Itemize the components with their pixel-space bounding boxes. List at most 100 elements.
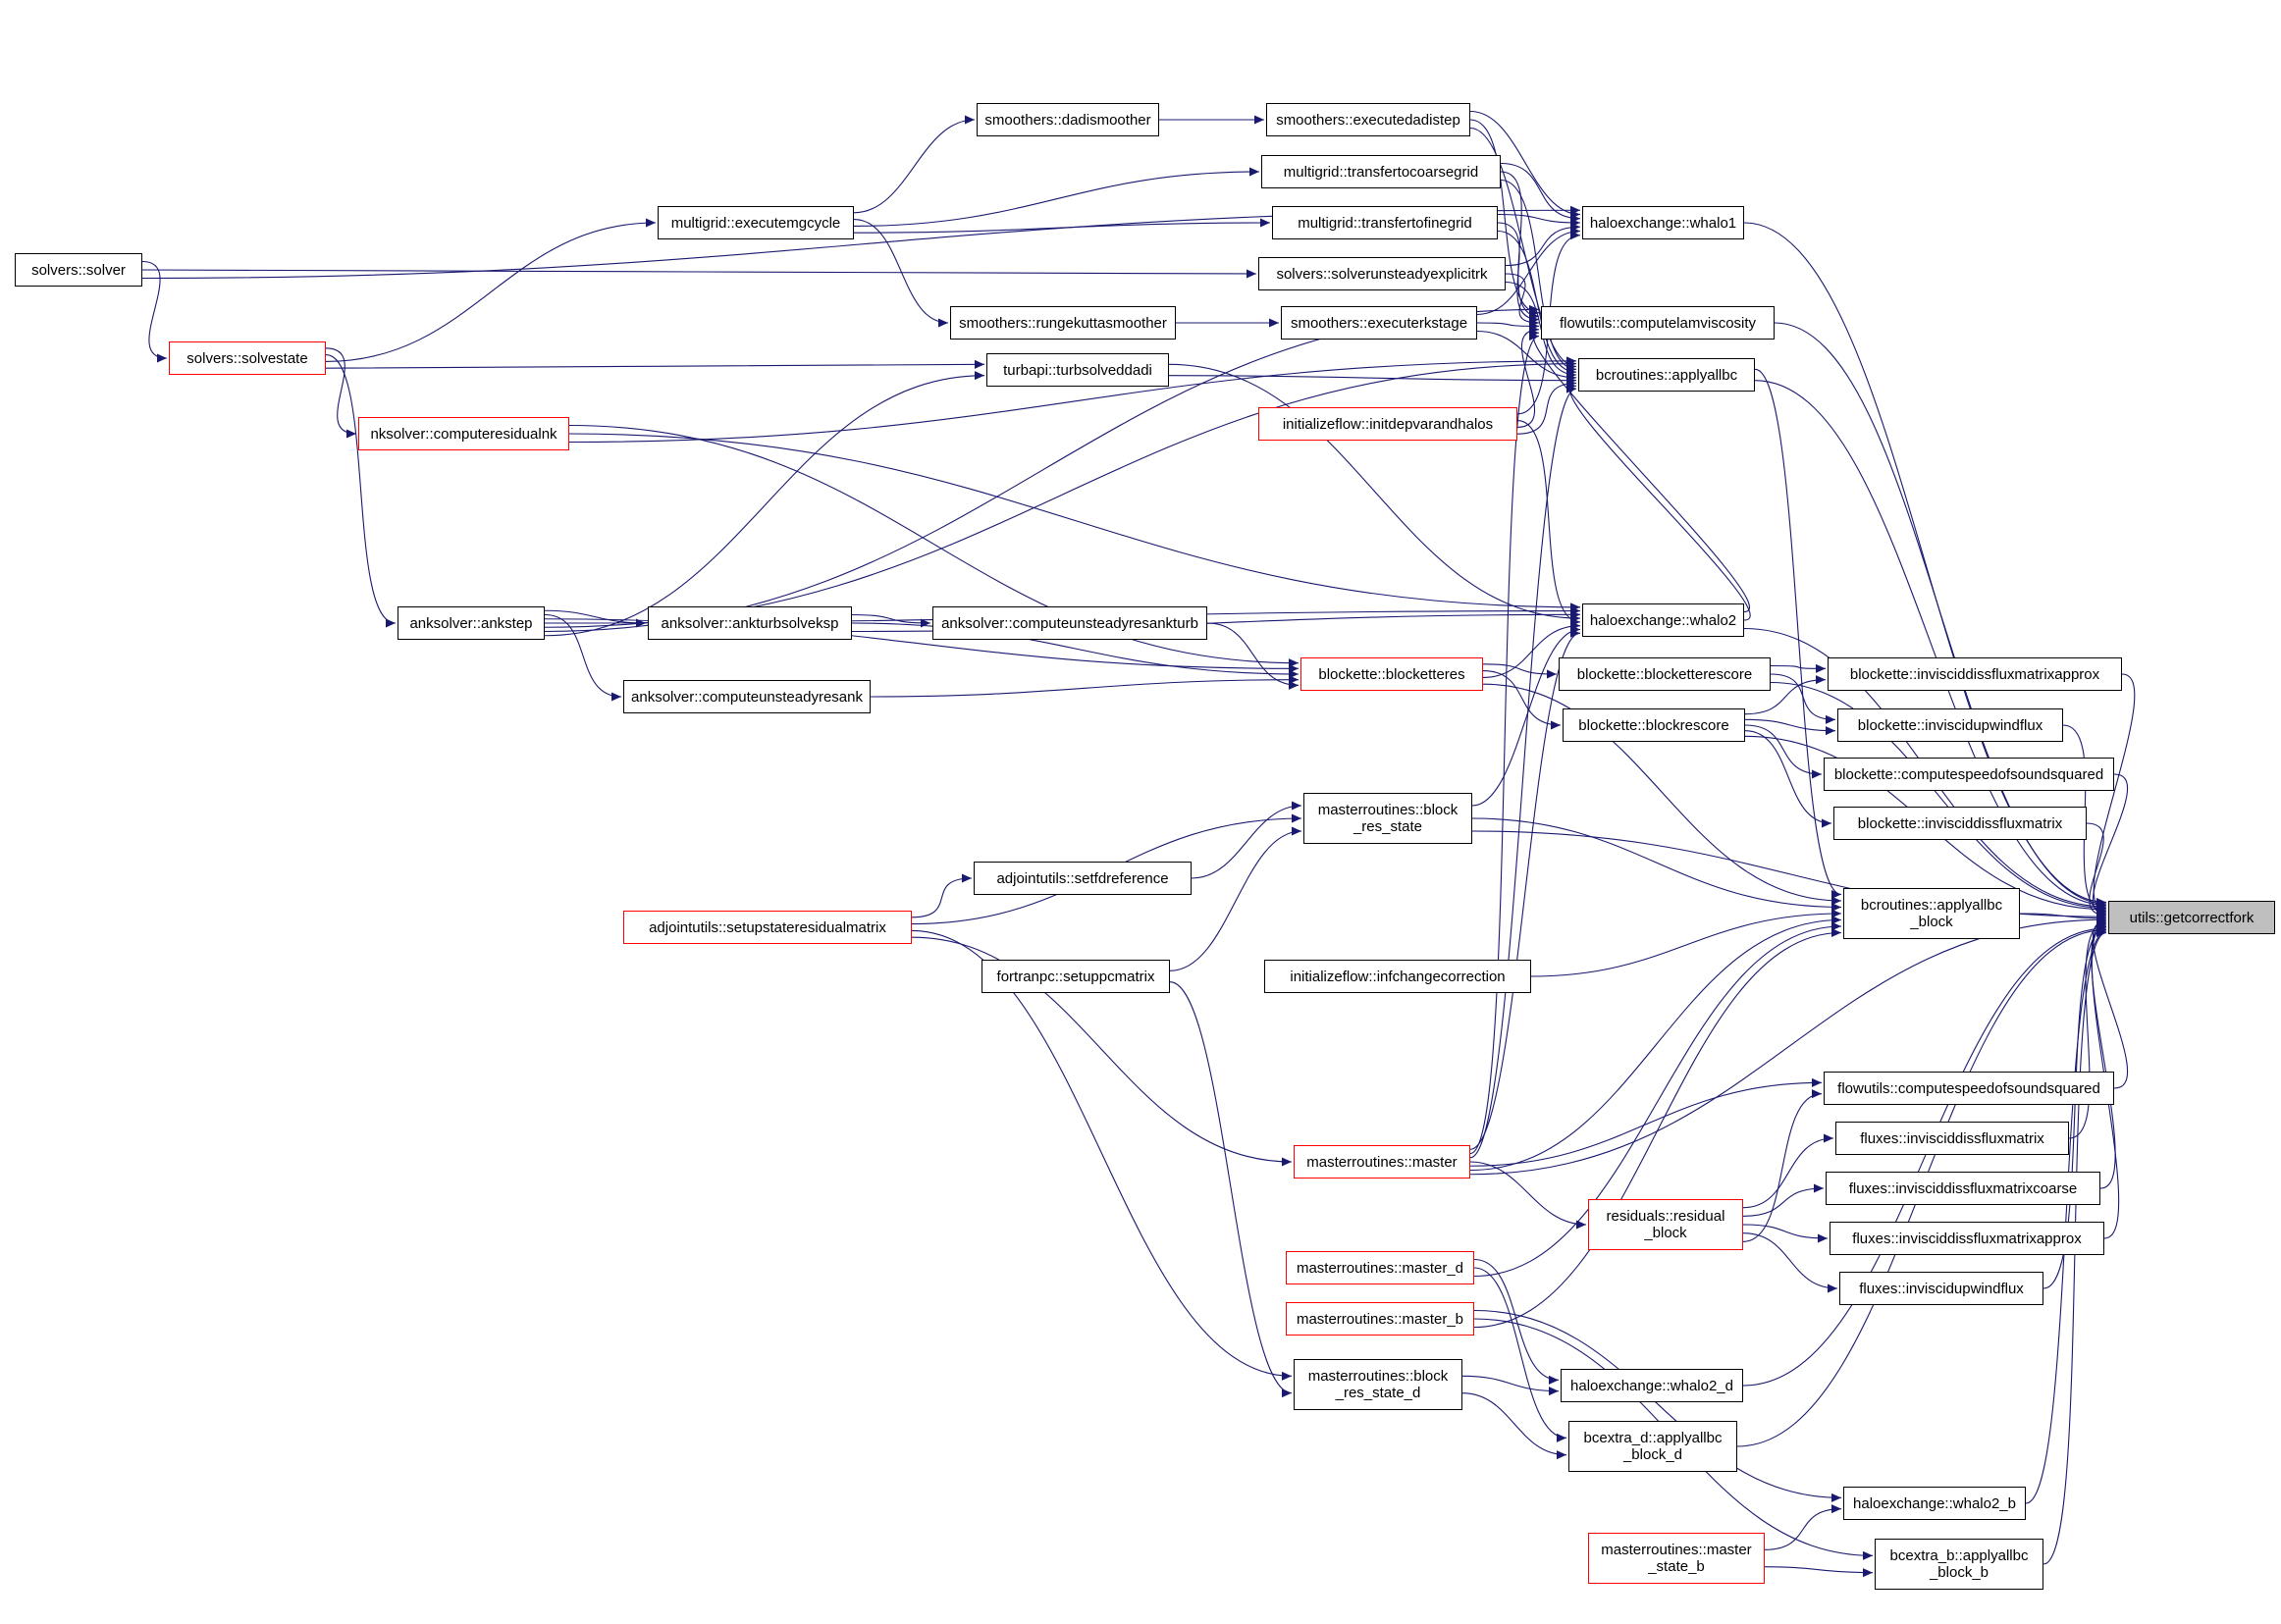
node-label: _block — [1910, 914, 1953, 930]
node-executerkstage[interactable]: smoothers::executerkstage — [1281, 306, 1477, 340]
edge-residual_block-to-f_speedofsound — [1742, 1089, 1823, 1242]
node-label: smoothers::rungekuttasmoother — [959, 314, 1167, 332]
node-label: haloexchange::whalo2_b — [1853, 1494, 2016, 1512]
node-getcorrectfork[interactable]: utils::getcorrectfork — [2108, 901, 2275, 934]
node-label: blockette::inviscidupwindflux — [1857, 716, 2043, 734]
node-label: anksolver::ankturbsolveksp — [661, 614, 839, 632]
node-label: fluxes::invisciddissfluxmatrixcoarse — [1848, 1179, 2078, 1197]
node-applyallbc_block[interactable]: bcroutines::applyallbc_block — [1843, 888, 2020, 939]
node-solvestate[interactable]: solvers::solvestate — [169, 341, 326, 375]
node-initdepvarandhalos[interactable]: initializeflow::initdepvarandhalos — [1258, 407, 1517, 441]
edge-setuppcmatrix-to-block_res_state — [1169, 826, 1302, 971]
node-computeunsteadyresank[interactable]: anksolver::computeunsteadyresank — [623, 680, 871, 713]
node-turbsolveddadi[interactable]: turbapi::turbsolveddadi — [986, 353, 1169, 387]
edge-executerkstage-to-computelamviscosity — [1476, 321, 1540, 331]
node-blocketterescore[interactable]: blockette::blocketterescore — [1559, 657, 1771, 691]
edge-blockrescore-to-b_invmatapprox — [1744, 675, 1827, 715]
edge-transfertofinegrid-to-applyallbc — [1497, 230, 1577, 377]
node-master_d[interactable]: masterroutines::master_d — [1286, 1251, 1474, 1284]
node-dadismoother[interactable]: smoothers::dadismoother — [977, 103, 1159, 136]
node-label: fortranpc::setuppcmatrix — [996, 968, 1155, 985]
node-whalo2_b[interactable]: haloexchange::whalo2_b — [1843, 1487, 2026, 1520]
node-master[interactable]: masterroutines::master — [1294, 1145, 1470, 1179]
node-computeunsteadyresankturb[interactable]: anksolver::computeunsteadyresankturb — [932, 606, 1207, 640]
edge-blockrescore-to-b_invmat — [1744, 730, 1832, 828]
node-label: _state_b — [1648, 1558, 1705, 1575]
edge-whalo2_b-to-getcorrectfork — [2025, 926, 2107, 1504]
node-b_invmat[interactable]: blockette::invisciddissfluxmatrix — [1833, 807, 2087, 840]
node-applyallbc[interactable]: bcroutines::applyallbc — [1578, 358, 1755, 392]
node-blocketteres[interactable]: blockette::blocketteres — [1300, 657, 1483, 691]
edge-computeresidualnk-to-whalo2 — [568, 433, 1581, 612]
edge-setupstateresidualmatrix-to-block_res_state_d — [911, 929, 1293, 1381]
node-label: fluxes::invisciddissfluxmatrixapprox — [1852, 1230, 2082, 1247]
node-label: solvers::solvestate — [186, 349, 308, 367]
node-rungekuttasmoother[interactable]: smoothers::rungekuttasmoother — [950, 306, 1176, 340]
edge-computeunsteadyresankturb-to-blocketteres — [1206, 622, 1300, 690]
edge-blocketteres-to-blockrescore — [1482, 670, 1562, 730]
edge-blocketteres-to-whalo2 — [1482, 621, 1581, 678]
edge-block_res_state-to-applyallbc_block — [1471, 817, 1842, 912]
node-label: fluxes::invisciddissfluxmatrix — [1860, 1129, 2044, 1147]
edge-blocketterescore-to-b_invmatapprox — [1770, 663, 1827, 673]
edge-solver-to-solvestate — [141, 260, 168, 363]
node-blockrescore[interactable]: blockette::blockrescore — [1563, 708, 1745, 742]
edge-setupstateresidualmatrix-to-setfdreference — [911, 873, 973, 918]
node-solverunsteadyexplicitrk[interactable]: solvers::solverunsteadyexplicitrk — [1258, 257, 1506, 290]
node-master_state_b[interactable]: masterroutines::master_state_b — [1588, 1533, 1765, 1584]
node-whalo1[interactable]: haloexchange::whalo1 — [1582, 206, 1744, 239]
node-transfertofinegrid[interactable]: multigrid::transfertofinegrid — [1272, 206, 1498, 239]
node-label: haloexchange::whalo2_d — [1570, 1377, 1733, 1394]
node-block_res_state_d[interactable]: masterroutines::block_res_state_d — [1294, 1359, 1462, 1410]
node-label: haloexchange::whalo1 — [1589, 214, 1737, 232]
node-whalo2[interactable]: haloexchange::whalo2 — [1582, 603, 1744, 637]
node-label: residuals::residual — [1606, 1208, 1725, 1225]
node-whalo2_d[interactable]: haloexchange::whalo2_d — [1561, 1369, 1743, 1402]
node-f_speedofsound[interactable]: flowutils::computespeedofsoundsquared — [1824, 1072, 2114, 1105]
edge-master-to-applyallbc_block — [1469, 916, 1842, 1172]
node-transfertocoarsegrid[interactable]: multigrid::transfertocoarsegrid — [1261, 155, 1501, 188]
node-label: masterroutines::master_d — [1296, 1259, 1464, 1277]
node-executemgcycle[interactable]: multigrid::executemgcycle — [658, 206, 854, 239]
edge-blocketterescore-to-b_invupwind — [1770, 673, 1836, 724]
edge-executemgcycle-to-transfertocoarsegrid — [853, 167, 1260, 227]
edge-transfertocoarsegrid-to-computelamviscosity — [1500, 171, 1540, 321]
node-residual_block[interactable]: residuals::residual_block — [1588, 1199, 1743, 1250]
edge-transfertocoarsegrid-to-whalo1 — [1500, 162, 1581, 224]
node-label: adjointutils::setupstateresidualmatrix — [649, 918, 886, 936]
node-computeresidualnk[interactable]: nksolver::computeresidualnk — [358, 417, 569, 450]
node-f_invmat[interactable]: fluxes::invisciddissfluxmatrix — [1835, 1122, 2069, 1155]
edge-transfertofinegrid-to-computelamviscosity — [1497, 222, 1540, 325]
node-setfdreference[interactable]: adjointutils::setfdreference — [974, 862, 1192, 895]
node-ankstep[interactable]: anksolver::ankstep — [398, 606, 545, 640]
node-f_invupwind[interactable]: fluxes::inviscidupwindflux — [1839, 1272, 2043, 1305]
node-b_invmatapprox[interactable]: blockette::invisciddissfluxmatrixapprox — [1828, 657, 2122, 691]
edge-residual_block-to-f_invmatcoarse — [1742, 1183, 1825, 1217]
node-label: anksolver::computeunsteadyresankturb — [941, 614, 1198, 632]
node-f_invmatcoarse[interactable]: fluxes::invisciddissfluxmatrixcoarse — [1826, 1172, 2100, 1205]
node-label: masterroutines::master — [1306, 1153, 1458, 1171]
node-master_b[interactable]: masterroutines::master_b — [1286, 1302, 1474, 1336]
edge-f_invupwind-to-getcorrectfork — [2042, 922, 2107, 1289]
node-label: multigrid::executemgcycle — [670, 214, 841, 232]
node-label: initializeflow::initdepvarandhalos — [1282, 415, 1494, 433]
node-setupstateresidualmatrix[interactable]: adjointutils::setupstateresidualmatrix — [623, 911, 912, 944]
node-f_invmatapprox[interactable]: fluxes::invisciddissfluxmatrixapprox — [1830, 1222, 2104, 1255]
node-applyallbc_block_b[interactable]: bcextra_b::applyallbc_block_b — [1875, 1539, 2043, 1590]
node-label: fluxes::inviscidupwindflux — [1859, 1280, 2024, 1297]
edge-blocketteres-to-blocketterescore — [1482, 663, 1558, 679]
edge-master_b-to-applyallbc_block — [1473, 928, 1842, 1329]
node-b_invupwind[interactable]: blockette::inviscidupwindflux — [1837, 708, 2063, 742]
edge-master_d-to-whalo2_d — [1473, 1258, 1560, 1385]
node-computelamviscosity[interactable]: flowutils::computelamviscosity — [1541, 306, 1775, 340]
node-infchangecorrection[interactable]: initializeflow::infchangecorrection — [1264, 960, 1531, 993]
node-b_speedofsound[interactable]: blockette::computespeedofsoundsquared — [1824, 758, 2114, 791]
node-ankturbsolveksp[interactable]: anksolver::ankturbsolveksp — [648, 606, 852, 640]
node-label: masterroutines::block — [1307, 1368, 1449, 1385]
node-executedadistep[interactable]: smoothers::executedadistep — [1266, 103, 1470, 136]
node-block_res_state[interactable]: masterroutines::block_res_state — [1303, 793, 1472, 844]
node-setuppcmatrix[interactable]: fortranpc::setuppcmatrix — [981, 960, 1170, 993]
node-solver[interactable]: solvers::solver — [15, 253, 142, 287]
node-applyallbc_block_d[interactable]: bcextra_d::applyallbc_block_d — [1568, 1421, 1737, 1472]
